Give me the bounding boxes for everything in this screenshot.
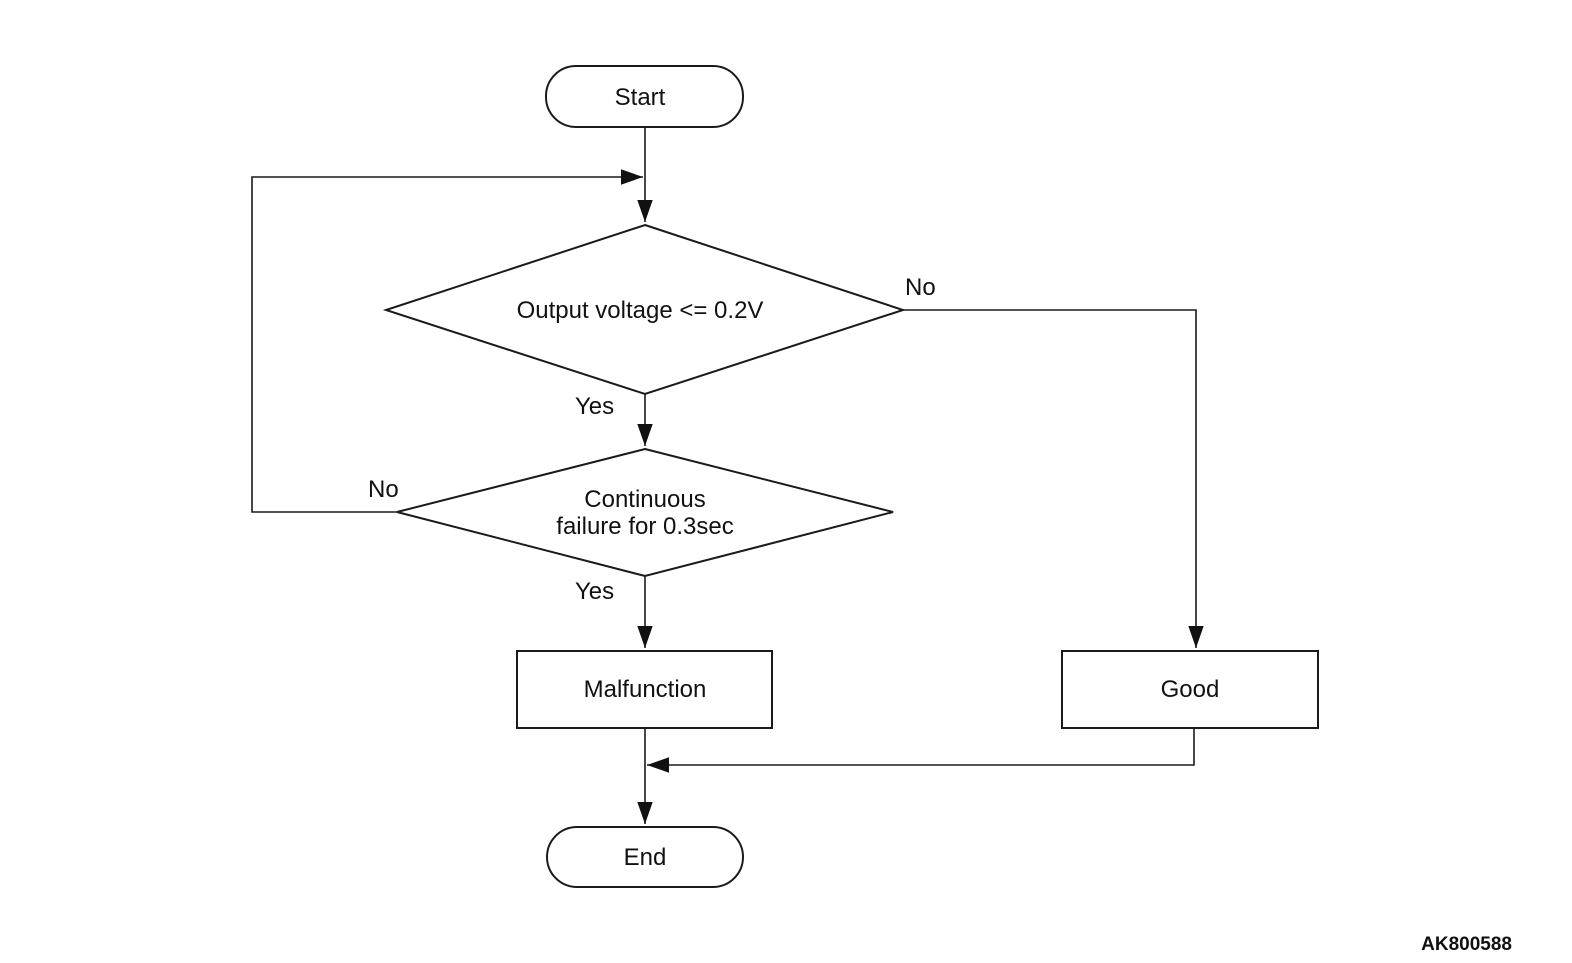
continuous-yes-label: Yes — [575, 578, 614, 605]
end-terminal: End — [546, 826, 744, 888]
decision-continuous-failure: Continuous failure for 0.3sec — [396, 447, 894, 578]
decision-output-voltage-label: Output voltage <= 0.2V — [517, 297, 764, 324]
connector-good-to-end — [647, 728, 1195, 773]
connectors — [251, 127, 1204, 824]
good-box: Good — [1061, 650, 1319, 729]
end-label: End — [624, 844, 667, 871]
voltage-no-label: No — [905, 274, 936, 301]
decision-output-voltage: Output voltage <= 0.2V — [382, 223, 907, 396]
connector-loop-back — [251, 169, 643, 513]
start-terminal: Start — [545, 65, 744, 128]
voltage-yes-label: Yes — [575, 393, 614, 420]
decision-continuous-label-line2: failure for 0.3sec — [556, 513, 733, 540]
malfunction-label: Malfunction — [584, 676, 707, 703]
figure-code: AK800588 — [1421, 934, 1512, 955]
connector-voltage-no — [903, 309, 1204, 648]
malfunction-box: Malfunction — [516, 650, 773, 729]
good-label: Good — [1161, 676, 1220, 703]
continuous-no-label: No — [368, 476, 399, 503]
start-label: Start — [615, 84, 666, 111]
decision-continuous-label-line1: Continuous — [584, 486, 705, 513]
